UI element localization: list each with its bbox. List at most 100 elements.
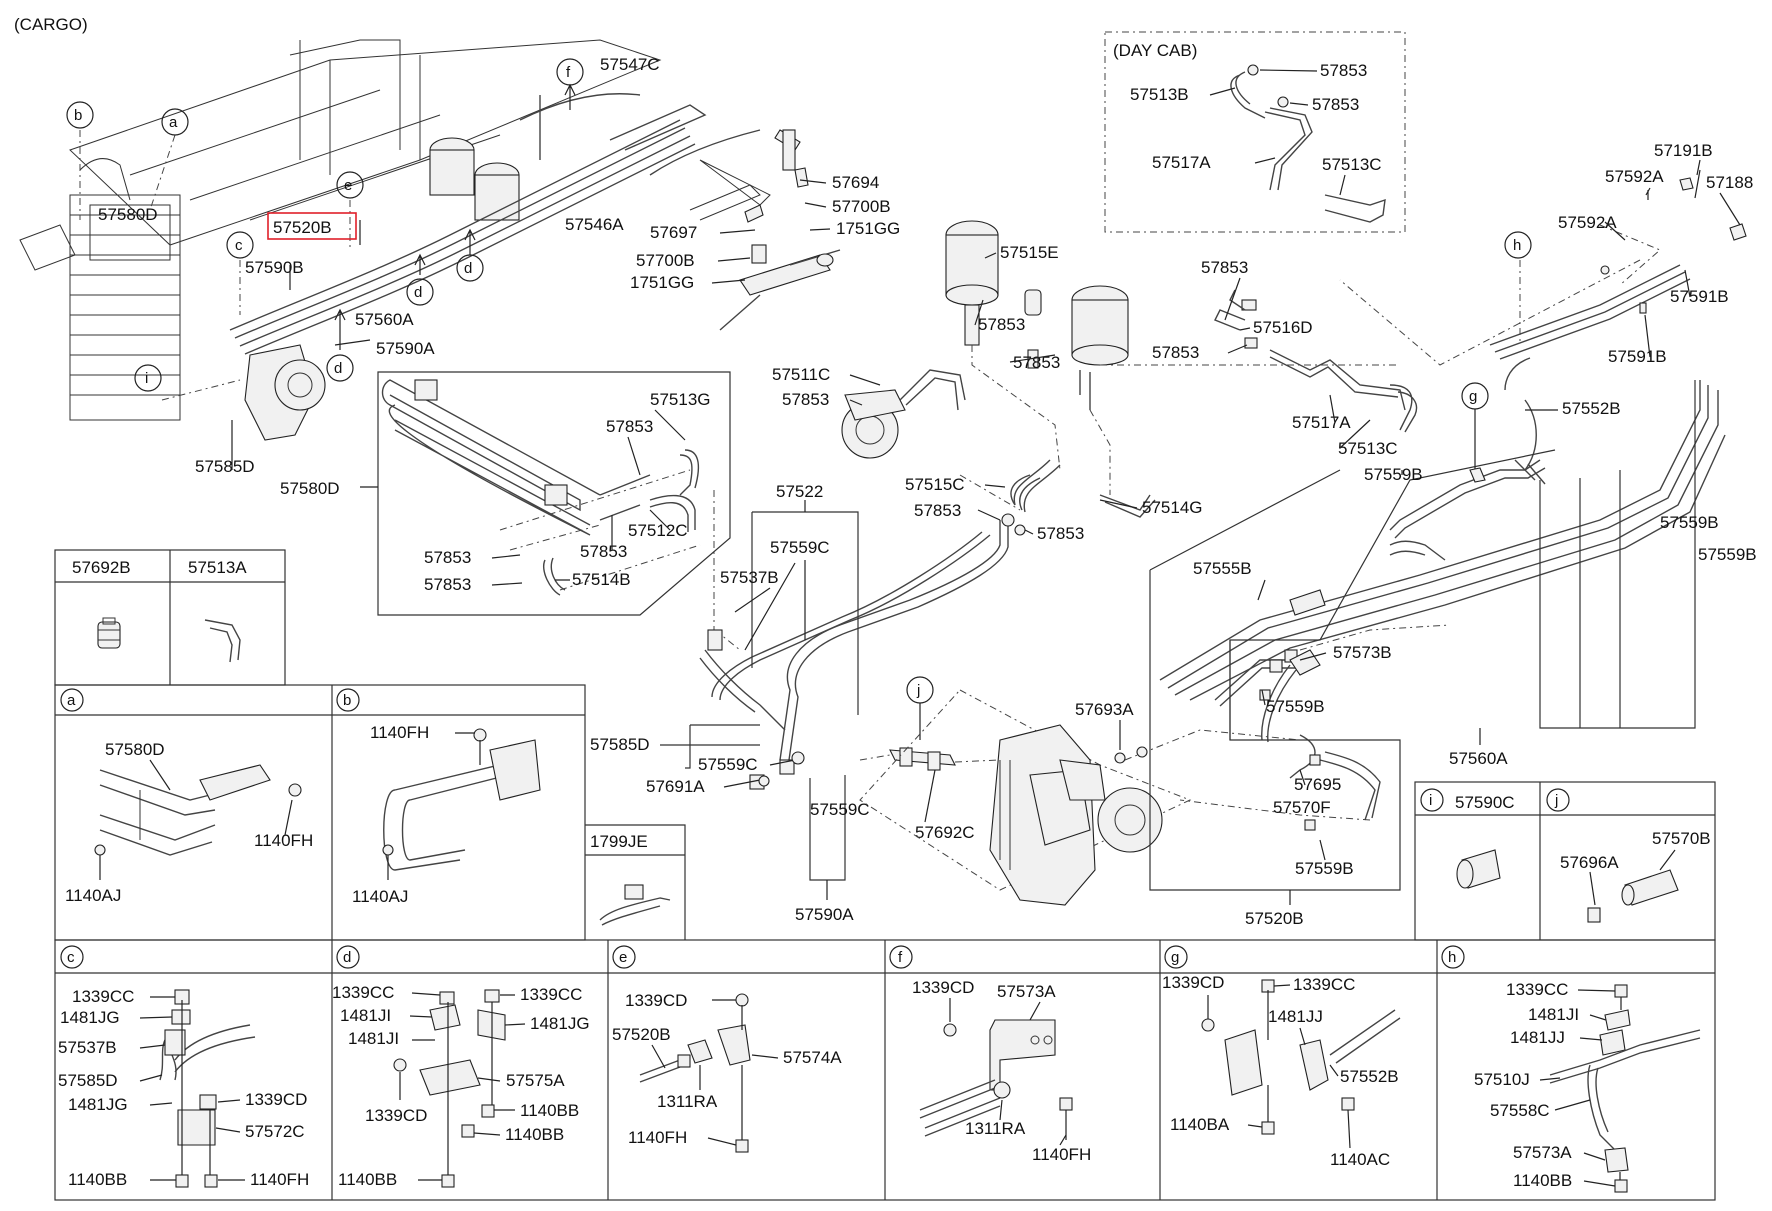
label-57552B-g: 57552B: [1340, 1067, 1399, 1086]
box-e-drawing: [639, 993, 751, 1153]
label-57590B: 57590B: [245, 258, 304, 277]
label-57514G: 57514G: [1142, 498, 1203, 517]
label-57520B-highlighted[interactable]: 57520B: [273, 218, 332, 237]
callout-f-box: f: [889, 945, 913, 969]
label-57513G: 57513G: [650, 390, 711, 409]
svg-text:a: a: [67, 692, 76, 709]
label-57573B: 57573B: [1333, 643, 1392, 662]
callout-g-main: g: [1461, 382, 1489, 410]
model-note: (CARGO): [14, 15, 88, 34]
callout-j-box: j: [1546, 788, 1570, 812]
callout-d-top3: d: [326, 354, 354, 382]
callout-d-top2: d: [406, 278, 434, 306]
label-57592A-upper: 57592A: [1605, 167, 1664, 186]
reservoir-drawing: [841, 220, 1418, 518]
label-57853-cooler4: 57853: [424, 575, 471, 594]
box-g-drawing: [1201, 979, 1401, 1135]
label-57591B-upper: 57591B: [1670, 287, 1729, 306]
label-57853-res3: 57853: [1201, 258, 1248, 277]
cylinder-drawing: [649, 129, 841, 331]
label-57513B: 57513B: [1130, 85, 1189, 104]
label-57585D-frame: 57585D: [195, 457, 255, 476]
box-b-drawing: [382, 728, 541, 880]
svg-text:i: i: [145, 370, 148, 387]
part-57513A-icon: [204, 619, 241, 663]
label-1339CC-d1: 1339CC: [332, 983, 394, 1002]
label-57580D-cooler: 57580D: [280, 479, 340, 498]
label-57592A-lower: 57592A: [1558, 213, 1617, 232]
label-57853-cooler3: 57853: [580, 542, 627, 561]
svg-text:a: a: [169, 114, 178, 131]
day-cab-title: (DAY CAB): [1113, 41, 1197, 60]
label-1481JG-c2: 1481JG: [68, 1095, 128, 1114]
label-1140BB-d1: 1140BB: [520, 1101, 579, 1120]
label-1339CD-g: 1339CD: [1162, 973, 1224, 992]
label-57573A-h: 57573A: [1513, 1143, 1572, 1162]
box-h-drawing: [1549, 984, 1701, 1193]
header-57513A: 57513A: [188, 558, 247, 577]
callout-e-top: e: [336, 171, 364, 199]
label-57585D-main: 57585D: [590, 735, 650, 754]
callout-i-top: i: [134, 364, 162, 392]
label-57570F: 57570F: [1273, 798, 1331, 817]
steering-gear-drawing: [859, 689, 1301, 906]
label-1140FH-e: 1140FH: [628, 1128, 687, 1147]
label-57559C-left: 57559C: [698, 755, 758, 774]
top-right-drawing: [1339, 169, 1747, 471]
label-1339CD-e: 1339CD: [625, 991, 687, 1010]
label-57559B-2: 57559B: [1660, 513, 1719, 532]
label-57559C-lower: 57559C: [810, 800, 870, 819]
label-57700B-right: 57700B: [832, 197, 891, 216]
label-57537B-main: 57537B: [720, 568, 779, 587]
svg-text:e: e: [344, 177, 352, 194]
label-57559B-3: 57559B: [1698, 545, 1757, 564]
svg-text:i: i: [1429, 792, 1432, 809]
label-1481JI-d: 1481JI: [340, 1006, 391, 1025]
callout-i-box: i: [1420, 788, 1444, 812]
label-1339CD-d: 1339CD: [365, 1106, 427, 1125]
frame-drawing: [19, 39, 707, 441]
callout-h-top: h: [1504, 231, 1532, 259]
label-57516D: 57516D: [1253, 318, 1313, 337]
label-57692C: 57692C: [915, 823, 975, 842]
label-57559C-upper: 57559C: [770, 538, 830, 557]
part-57590C-icon: [1456, 849, 1501, 889]
label-57585D-c: 57585D: [58, 1071, 118, 1090]
label-57555B: 57555B: [1193, 559, 1252, 578]
svg-text:f: f: [566, 64, 571, 81]
label-57570B: 57570B: [1652, 829, 1711, 848]
right-lines-drawing: [1159, 380, 1726, 831]
callout-g-box: g: [1164, 945, 1188, 969]
label-1481JJ-h: 1481JJ: [1510, 1028, 1565, 1047]
callout-c-box: c: [60, 945, 84, 969]
label-57695: 57695: [1294, 775, 1341, 794]
label-1339CC-d2: 1339CC: [520, 985, 582, 1004]
callout-c-top: c: [226, 231, 254, 259]
callout-f-top: f: [556, 58, 584, 86]
callout-a-box: a: [60, 688, 84, 712]
svg-text:j: j: [1554, 792, 1558, 809]
label-57522: 57522: [776, 482, 823, 501]
label-57853-cooler1: 57853: [606, 417, 653, 436]
label-57693A: 57693A: [1075, 700, 1134, 719]
label-57696A: 57696A: [1560, 853, 1619, 872]
svg-text:b: b: [74, 107, 82, 124]
label-57590A-main: 57590A: [795, 905, 854, 924]
label-57515E: 57515E: [1000, 243, 1059, 262]
label-1140BB-h: 1140BB: [1513, 1171, 1572, 1190]
label-1339CD-c: 1339CD: [245, 1090, 307, 1109]
middle-hose-drawing: [699, 474, 1041, 790]
label-57572C: 57572C: [245, 1122, 305, 1141]
label-57515C: 57515C: [905, 475, 965, 494]
label-57513C-main: 57513C: [1338, 439, 1398, 458]
svg-text:b: b: [343, 692, 351, 709]
label-57573A-f: 57573A: [997, 982, 1056, 1001]
header-57692B: 57692B: [72, 558, 131, 577]
svg-text:h: h: [1513, 237, 1521, 254]
label-57546A: 57546A: [565, 215, 624, 234]
svg-text:d: d: [334, 360, 342, 377]
cooler-drawing: [381, 379, 715, 630]
callout-d-box: d: [336, 945, 360, 969]
label-1311RA-f: 1311RA: [965, 1119, 1026, 1138]
label-57552B-main: 57552B: [1562, 399, 1621, 418]
